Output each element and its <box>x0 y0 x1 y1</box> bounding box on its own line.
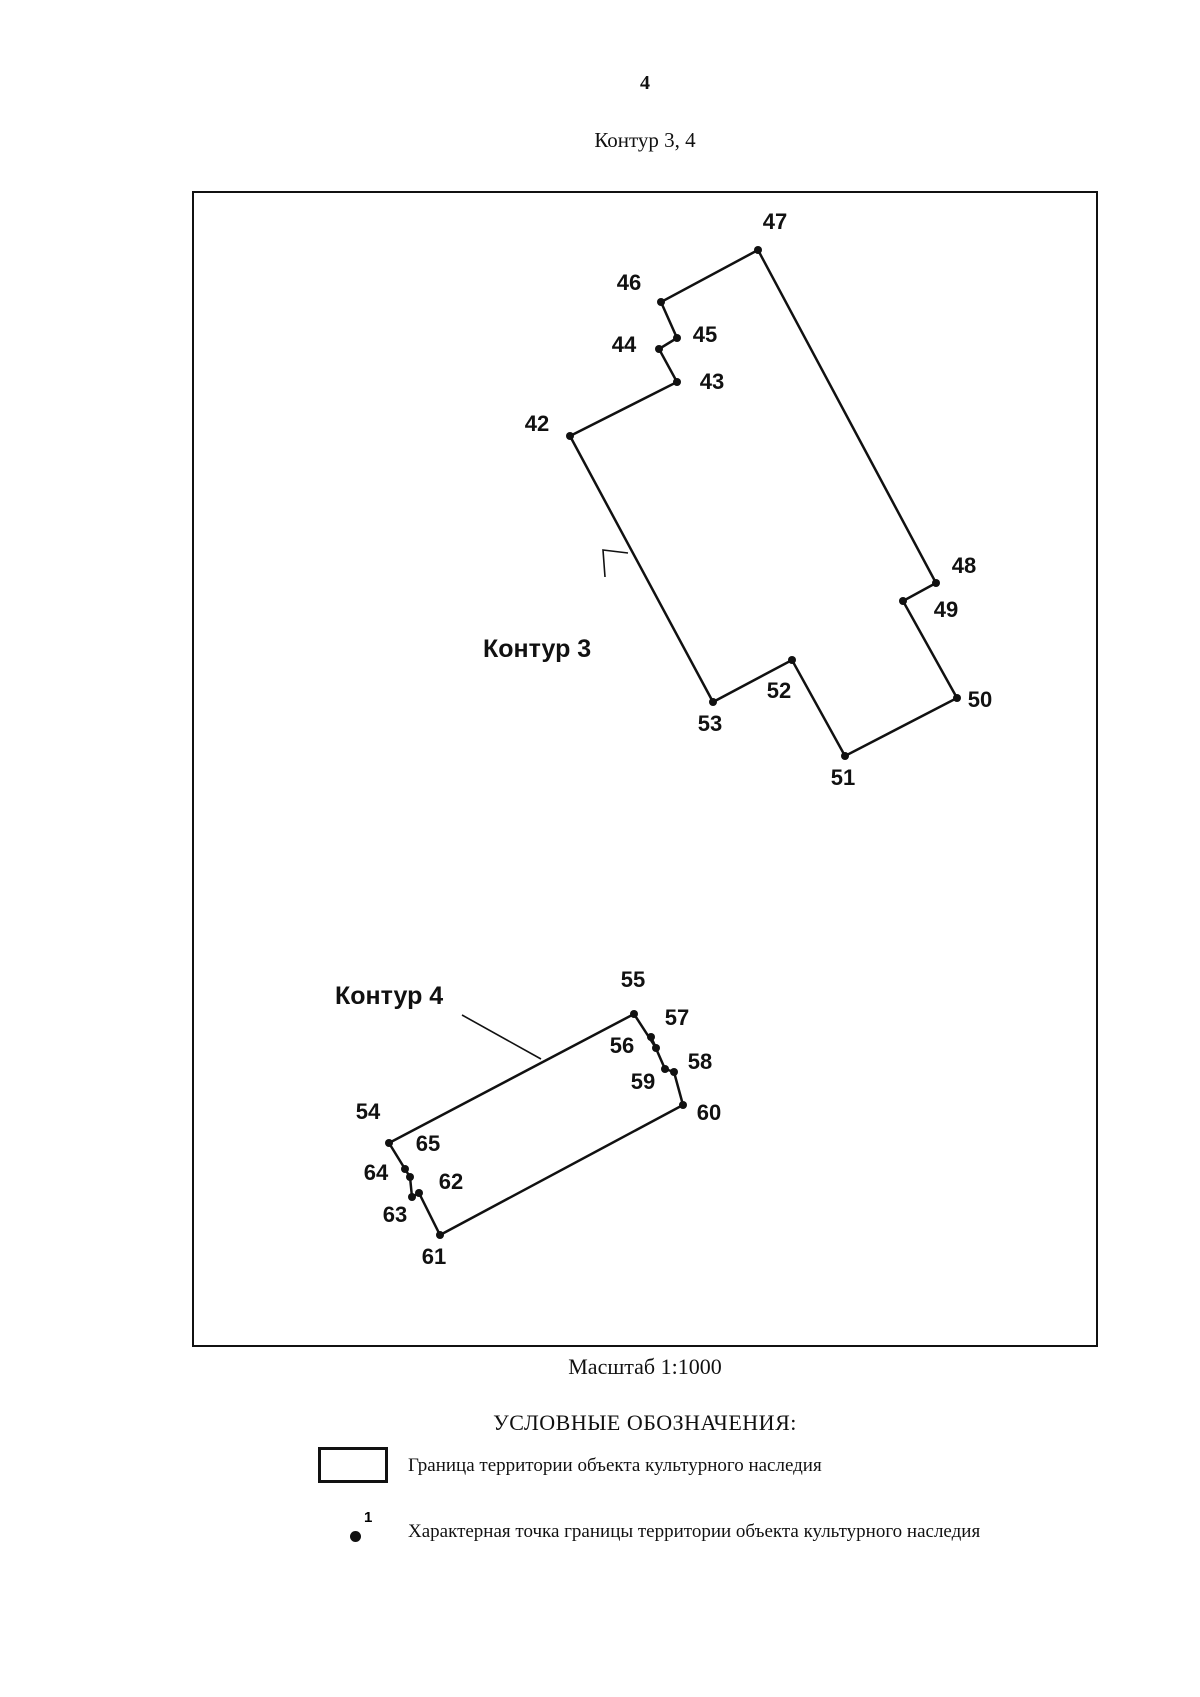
boundary-point-label: 55 <box>621 967 645 992</box>
boundary-point-label: 52 <box>767 678 791 703</box>
boundary-point-label: 44 <box>612 332 637 357</box>
boundary-symbol-icon <box>318 1447 388 1483</box>
boundary-point-dot <box>630 1010 638 1018</box>
page-number: 4 <box>640 72 650 94</box>
boundary-point-dot <box>670 1068 678 1076</box>
boundary-point-dot <box>436 1231 444 1239</box>
boundary-point-label: 49 <box>934 597 958 622</box>
legend-item-label: Характерная точка границы территории объ… <box>408 1521 981 1542</box>
boundary-point-label: 63 <box>383 1202 407 1227</box>
contour-label-leader <box>461 1014 542 1060</box>
boundary-point-label: 45 <box>693 322 717 347</box>
boundary-point-dot <box>647 1033 655 1041</box>
boundary-point-label: 60 <box>697 1100 721 1125</box>
boundary-point-dot <box>754 246 762 254</box>
boundary-point-label: 42 <box>525 411 549 436</box>
boundary-point-label: 54 <box>356 1099 381 1124</box>
boundary-point-label: 61 <box>422 1244 446 1269</box>
boundary-point-label: 64 <box>364 1160 389 1185</box>
point-symbol-icon: 1 <box>346 1509 396 1549</box>
legend-title: УСЛОВНЫЕ ОБОЗНАЧЕНИЯ: <box>493 1410 797 1435</box>
boundary-point-dot <box>841 752 849 760</box>
boundary-point-dot <box>652 1044 660 1052</box>
map-frame <box>192 191 1098 1347</box>
boundary-point-dot <box>408 1193 416 1201</box>
boundary-point-label: 51 <box>831 765 855 790</box>
boundary-point-label: 65 <box>416 1131 440 1156</box>
boundary-point-label: 59 <box>631 1069 655 1094</box>
boundary-point-dot <box>661 1065 669 1073</box>
boundary-point-dot <box>673 334 681 342</box>
boundary-point-dot <box>709 698 717 706</box>
boundary-point-dot <box>406 1173 414 1181</box>
legend-item-point: 1 Характерная точка границы территории о… <box>318 1507 1078 1551</box>
boundary-point-dot <box>899 597 907 605</box>
boundary-point-label: 46 <box>617 270 641 295</box>
contour-label: Контур 4 <box>335 982 443 1010</box>
contour-boundary <box>387 1012 685 1237</box>
boundary-point-label: 57 <box>665 1005 689 1030</box>
contour-label-leader <box>602 549 629 578</box>
boundary-point-dot <box>415 1189 423 1197</box>
boundary-point-dot <box>657 298 665 306</box>
boundary-point-label: 53 <box>698 711 722 736</box>
document-title: Контур 3, 4 <box>594 128 696 152</box>
boundary-point-dot <box>679 1101 687 1109</box>
boundary-point-dot <box>788 656 796 664</box>
boundary-point-label: 50 <box>968 687 992 712</box>
boundary-point-dot <box>401 1165 409 1173</box>
point-dot-icon <box>350 1531 361 1542</box>
boundary-point-label: 62 <box>439 1169 463 1194</box>
legend-item-boundary: Граница территории объекта культурного н… <box>318 1447 1078 1491</box>
boundary-point-dot <box>673 378 681 386</box>
contour-boundary <box>568 248 959 758</box>
boundary-point-dot <box>932 579 940 587</box>
boundary-point-label: 43 <box>700 369 724 394</box>
contour-label: Контур 3 <box>483 635 591 663</box>
map-scale: Масштаб 1:1000 <box>568 1354 722 1379</box>
boundary-point-label: 48 <box>952 553 976 578</box>
boundary-point-label: 47 <box>763 209 787 234</box>
boundary-point-dot <box>566 432 574 440</box>
boundary-point-dot <box>385 1139 393 1147</box>
point-symbol-number: 1 <box>364 1509 373 1526</box>
boundary-point-label: 58 <box>688 1049 712 1074</box>
legend-item-label: Граница территории объекта культурного н… <box>408 1455 822 1476</box>
boundary-point-dot <box>953 694 961 702</box>
boundary-point-dot <box>655 345 663 353</box>
boundary-point-label: 56 <box>610 1033 634 1058</box>
